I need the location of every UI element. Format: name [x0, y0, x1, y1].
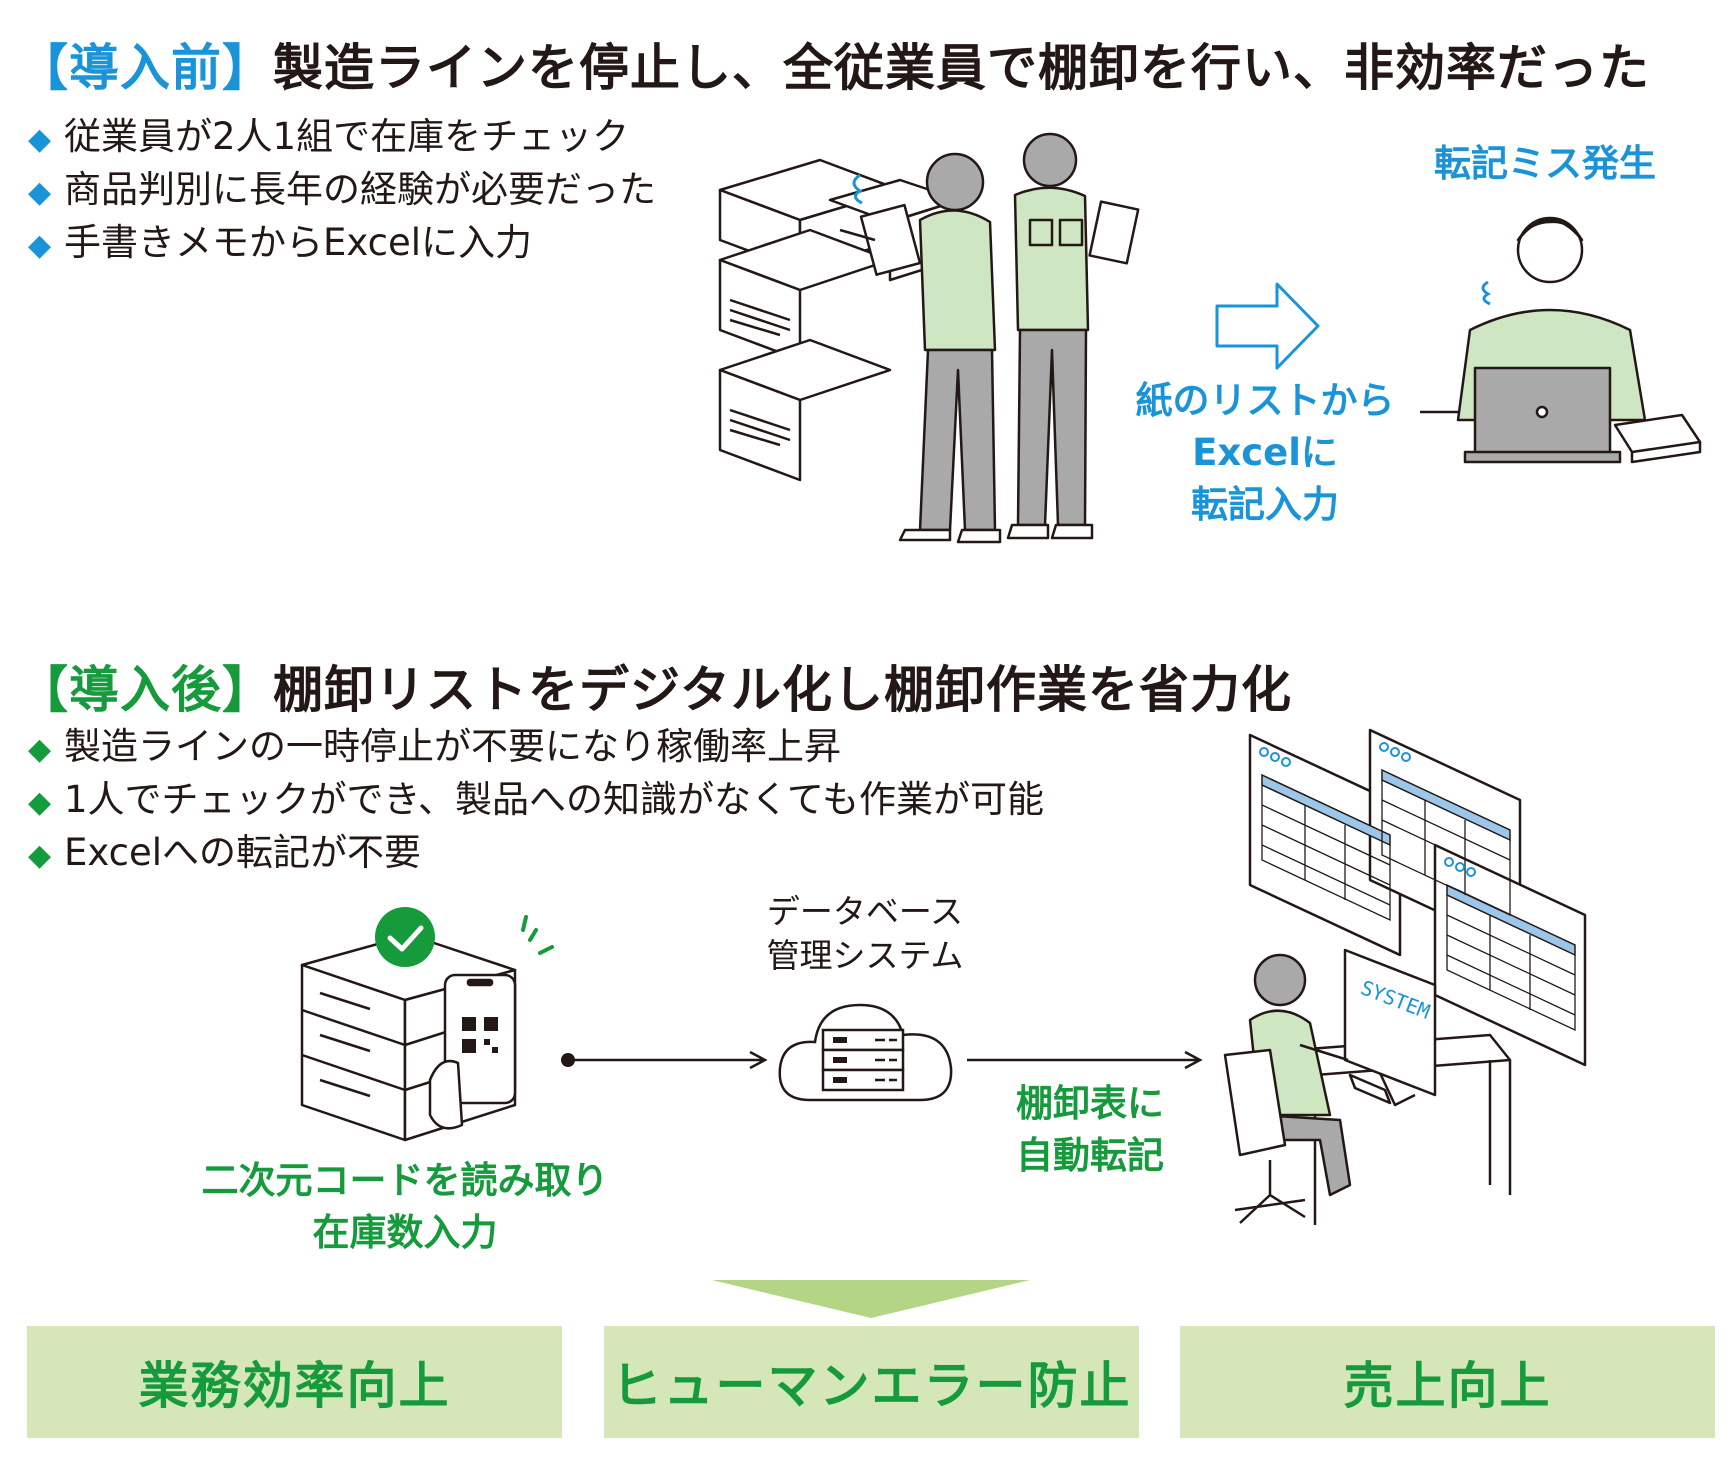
- sweat-icon: [852, 173, 863, 205]
- list-item: ◆手書きメモからExcelに入力: [28, 218, 656, 271]
- list-item: ◆Excelへの転記が不要: [28, 828, 1044, 881]
- diamond-icon: ◆: [28, 838, 52, 873]
- before-bullet-list: ◆従業員が2人1組で在庫をチェック ◆商品判別に長年の経験が必要だった ◆手書き…: [28, 112, 656, 271]
- qr-read-label: 二次元コードを読み取り 在庫数入力: [201, 1159, 609, 1254]
- signal-icon: [521, 915, 554, 955]
- transcription-error-label: 転記ミス発生: [1434, 142, 1656, 185]
- office-worker-illustration: SYSTEM: [1223, 948, 1512, 1225]
- sweat-icon: [1481, 280, 1491, 306]
- list-item: ◆製造ラインの一時停止が不要になり稼働率上昇: [28, 722, 1044, 775]
- auto-transfer-label: 棚卸表に 自動転記: [1016, 1082, 1164, 1177]
- spreadsheet-windows-illustration: [1248, 728, 1587, 1067]
- result-sales-box: 売上向上: [1180, 1326, 1715, 1438]
- warehouse-workers-illustration: [718, 132, 1140, 544]
- diamond-icon: ◆: [28, 785, 52, 820]
- diamond-icon: ◆: [28, 175, 52, 210]
- after-bullet-list: ◆製造ラインの一時停止が不要になり稼働率上昇 ◆1人でチェックができ、製品への知…: [28, 722, 1044, 881]
- result-error-prevention-box: ヒューマンエラー防止: [604, 1326, 1139, 1438]
- after-heading: 【導入後】棚卸リストをデジタル化し棚卸作業を省力化: [18, 650, 1292, 722]
- scan-to-db-arrow: [561, 1050, 768, 1070]
- list-item: ◆商品判別に長年の経験が必要だった: [28, 165, 656, 218]
- down-triangle-arrow-icon: [712, 1280, 1030, 1318]
- laptop-worker-illustration: [1420, 216, 1702, 464]
- database-label: データベース 管理システム: [766, 892, 964, 975]
- after-tag: 【導入後】: [18, 661, 273, 719]
- qr-code-icon: [462, 1017, 498, 1053]
- outline-arrow-right-icon: [1215, 282, 1320, 370]
- after-title: 棚卸リストをデジタル化し棚卸作業を省力化: [273, 661, 1292, 719]
- result-efficiency-box: 業務効率向上: [27, 1326, 562, 1438]
- list-item: ◆従業員が2人1組で在庫をチェック: [28, 112, 656, 165]
- before-title: 製造ラインを停止し、全従業員で棚卸を行い、非効率だった: [273, 39, 1650, 97]
- qr-scan-illustration: [300, 907, 554, 1142]
- list-item: ◆1人でチェックができ、製品への知識がなくても作業が可能: [28, 775, 1044, 828]
- cloud-server-icon: [778, 1003, 953, 1102]
- diamond-icon: ◆: [28, 732, 52, 767]
- before-heading: 【導入前】製造ラインを停止し、全従業員で棚卸を行い、非効率だった: [18, 28, 1650, 100]
- db-to-sheet-arrow: [967, 1050, 1203, 1070]
- diamond-icon: ◆: [28, 228, 52, 263]
- diamond-icon: ◆: [28, 122, 52, 157]
- check-badge-icon: [375, 907, 435, 967]
- before-tag: 【導入前】: [18, 39, 273, 97]
- paper-to-excel-label: 紙のリストから Excelに 転記入力: [1135, 379, 1395, 526]
